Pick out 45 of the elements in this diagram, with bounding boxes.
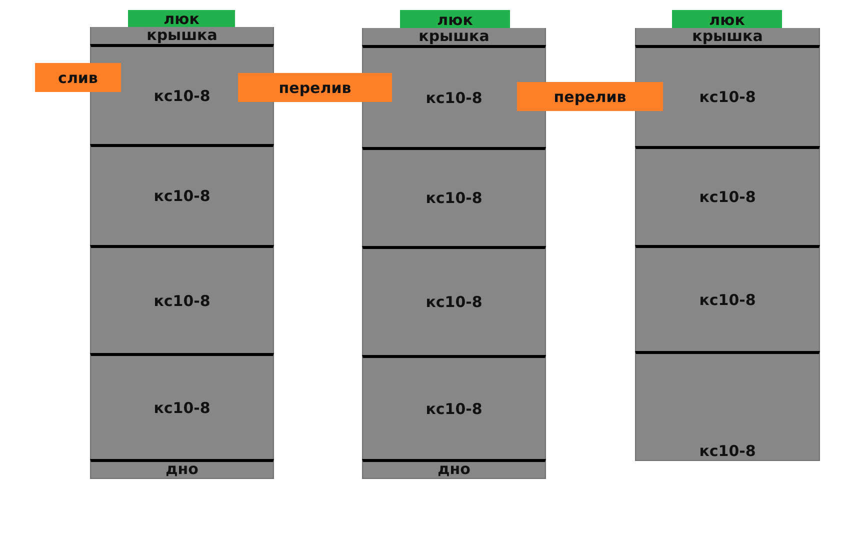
concrete-ring: [362, 246, 546, 355]
part-label: кс10-8: [699, 88, 756, 106]
cover-slab: [362, 28, 546, 45]
part-label: кс10-8: [426, 189, 482, 207]
part-label: крышка: [418, 28, 490, 44]
concrete-ring: [635, 245, 820, 351]
part-label: кс10-8: [699, 188, 756, 206]
part-label: люк: [437, 10, 473, 28]
part-label: крышка: [146, 27, 218, 43]
concrete-ring: [90, 144, 274, 245]
part-label: дно: [438, 460, 470, 478]
bottom-slab: [90, 459, 274, 479]
part-label: кс10-8: [426, 400, 482, 418]
cover-slab: [90, 27, 274, 44]
concrete-ring: [362, 147, 546, 246]
part-label: слив: [58, 68, 98, 86]
concrete-ring: [362, 45, 546, 147]
part-label: кс10-8: [699, 290, 756, 308]
overflow-pipe: [517, 82, 663, 111]
concrete-ring: [90, 353, 274, 459]
hatch-lid: [400, 10, 510, 29]
drain-pipe: [35, 63, 121, 92]
part-label: кс10-8: [699, 442, 756, 460]
concrete-ring: [635, 146, 820, 245]
cover-slab: [635, 28, 820, 45]
part-label: кс10-8: [154, 398, 210, 416]
part-label: люк: [709, 10, 745, 28]
part-label: кс10-8: [426, 293, 482, 311]
bottom-slab: [362, 459, 546, 479]
part-label: люк: [164, 10, 200, 28]
concrete-ring: [90, 245, 274, 353]
concrete-ring: [362, 355, 546, 459]
part-label: крышка: [692, 28, 763, 44]
concrete-ring: [635, 351, 820, 461]
concrete-ring: [635, 45, 820, 146]
overflow-pipe: [238, 73, 392, 102]
part-label: перелив: [554, 88, 626, 106]
part-label: кс10-8: [154, 292, 210, 310]
part-label: кс10-8: [154, 86, 210, 104]
part-label: дно: [166, 460, 198, 478]
part-label: перелив: [278, 78, 352, 96]
part-label: кс10-8: [426, 88, 482, 106]
hatch-lid: [128, 10, 235, 28]
part-label: кс10-8: [154, 187, 210, 205]
hatch-lid: [672, 10, 782, 29]
